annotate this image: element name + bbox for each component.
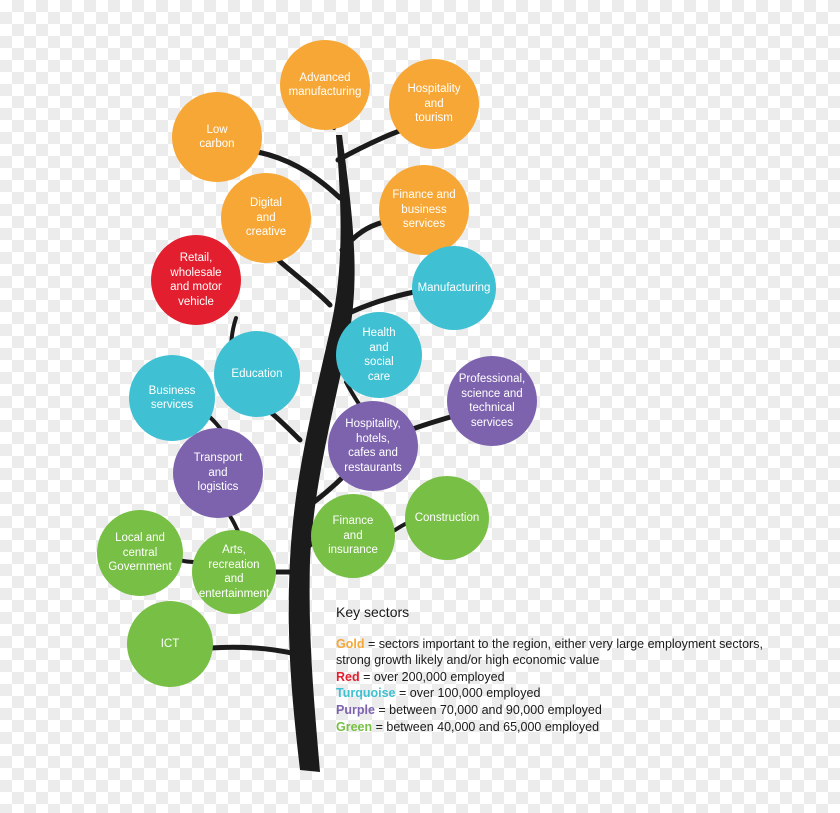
node-digital-and-creative: Digital and creative — [221, 173, 311, 263]
node-health-and-social-care: Health and social care — [336, 312, 422, 398]
node-manufacturing: Manufacturing — [412, 246, 496, 330]
legend-row-turquoise: Turquoise = over 100,000 employed — [336, 685, 796, 702]
legend-red-text: = over 200,000 employed — [359, 669, 505, 684]
node-hospitality-hotels-cafes: Hospitality, hotels, cafes and restauran… — [328, 401, 418, 491]
legend-row-gold: Gold = sectors important to the region, … — [336, 636, 796, 669]
node-finance-and-business-services: Finance and business services — [379, 165, 469, 255]
legend: Key sectors Gold = sectors important to … — [336, 604, 796, 735]
node-ict: ICT — [127, 601, 213, 687]
legend-title: Key sectors — [336, 604, 410, 620]
legend-row-red: Red = over 200,000 employed — [336, 669, 796, 686]
tree-trunk — [288, 135, 355, 772]
node-professional-science-technical: Professional, science and technical serv… — [447, 356, 537, 446]
legend-purple-text: = between 70,000 and 90,000 employed — [374, 702, 602, 717]
node-transport-and-logistics: Transport and logistics — [173, 428, 263, 518]
legend-green-word: Green — [336, 719, 373, 734]
node-local-and-central-government: Local and central Government — [97, 510, 183, 596]
legend-gold-text: = sectors important to the region, eithe… — [336, 636, 763, 668]
node-construction: Construction — [405, 476, 489, 560]
node-advanced-manufacturing: Advanced manufacturing — [280, 40, 370, 130]
branch-ict — [207, 644, 299, 657]
legend-turquoise-text: = over 100,000 employed — [395, 686, 541, 701]
legend-gold-word: Gold — [336, 636, 365, 651]
node-finance-and-insurance: Finance and insurance — [311, 494, 395, 578]
branch-education — [265, 407, 303, 443]
node-low-carbon: Low carbon — [172, 92, 262, 182]
branch-hospitality-tourism — [335, 127, 405, 163]
legend-row-green: Green = between 40,000 and 65,000 employ… — [336, 719, 796, 736]
node-education: Education — [214, 331, 300, 417]
legend-turquoise-word: Turquoise — [336, 686, 396, 701]
branch-professional — [407, 413, 457, 433]
legend-green-text: = between 40,000 and 65,000 employed — [372, 719, 600, 734]
branch-manufacturing — [333, 289, 417, 323]
node-business-services: Business services — [129, 355, 215, 441]
branch-low-carbon — [255, 149, 343, 201]
node-retail-wholesale-motor: Retail, wholesale and motor vehicle — [151, 235, 241, 325]
branch-digital-creative — [273, 255, 333, 308]
node-arts-recreation-entertainment: Arts, recreation and entertainment — [192, 530, 276, 614]
legend-red-word: Red — [336, 669, 360, 684]
node-hospitality-and-tourism: Hospitality and tourism — [389, 59, 479, 149]
legend-purple-word: Purple — [336, 702, 375, 717]
legend-row-purple: Purple = between 70,000 and 90,000 emplo… — [336, 702, 796, 719]
